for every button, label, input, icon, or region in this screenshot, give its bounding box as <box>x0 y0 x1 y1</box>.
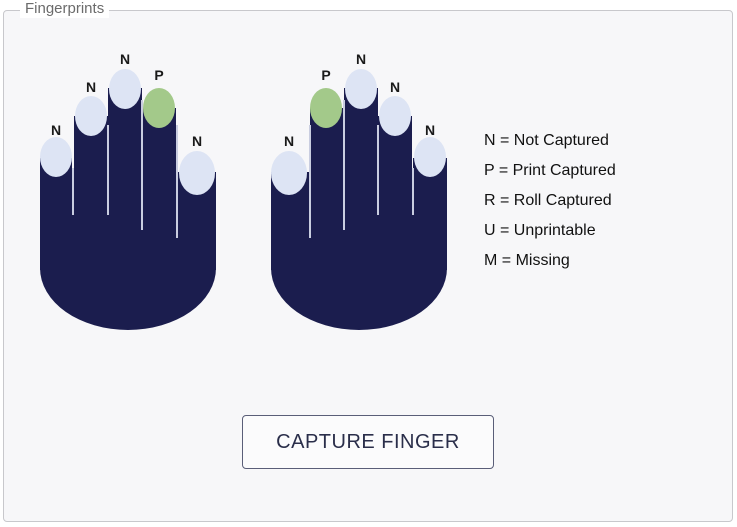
key-missing: M = Missing <box>484 252 570 269</box>
left-finger-4-label: P <box>154 67 163 83</box>
right-finger-1-label: N <box>284 133 294 149</box>
capture-finger-button[interactable]: CAPTURE FINGER <box>242 415 494 469</box>
key-unprintable: U = Unprintable <box>484 222 596 239</box>
left-fingertip-1[interactable] <box>40 137 72 177</box>
left-fingertip-4[interactable] <box>143 88 175 128</box>
left-fingertip-3[interactable] <box>109 69 141 109</box>
section-title: Fingerprints <box>20 0 110 18</box>
right-finger-3 <box>344 88 378 270</box>
right-finger-3-label: N <box>356 51 366 67</box>
right-finger-4 <box>378 116 412 270</box>
left-finger-5-label: N <box>192 133 202 149</box>
key-not-captured: N = Not Captured <box>484 132 609 149</box>
left-finger-3-label: N <box>120 51 130 67</box>
key-print-captured: P = Print Captured <box>484 162 616 179</box>
right-finger-2 <box>310 108 344 270</box>
right-finger-2-label: P <box>321 67 330 83</box>
left-finger-3 <box>108 88 142 270</box>
left-finger-1-label: N <box>51 122 61 138</box>
left-hand: N N N P N <box>40 51 216 330</box>
right-fingertip-2[interactable] <box>310 88 342 128</box>
right-fingertip-4[interactable] <box>379 96 411 136</box>
key-roll-captured: R = Roll Captured <box>484 192 612 209</box>
right-fingertip-1[interactable] <box>271 151 307 195</box>
left-finger-2 <box>74 116 108 270</box>
right-hand: N P N N N <box>271 51 447 330</box>
left-finger-4 <box>142 108 176 270</box>
left-fingertip-5[interactable] <box>179 151 215 195</box>
right-finger-5-label: N <box>425 122 435 138</box>
right-fingertip-5[interactable] <box>414 137 446 177</box>
right-fingertip-3[interactable] <box>345 69 377 109</box>
left-finger-2-label: N <box>86 79 96 95</box>
left-fingertip-2[interactable] <box>75 96 107 136</box>
status-key: N = Not Captured P = Print Captured R = … <box>484 130 616 280</box>
right-finger-4-label: N <box>390 79 400 95</box>
